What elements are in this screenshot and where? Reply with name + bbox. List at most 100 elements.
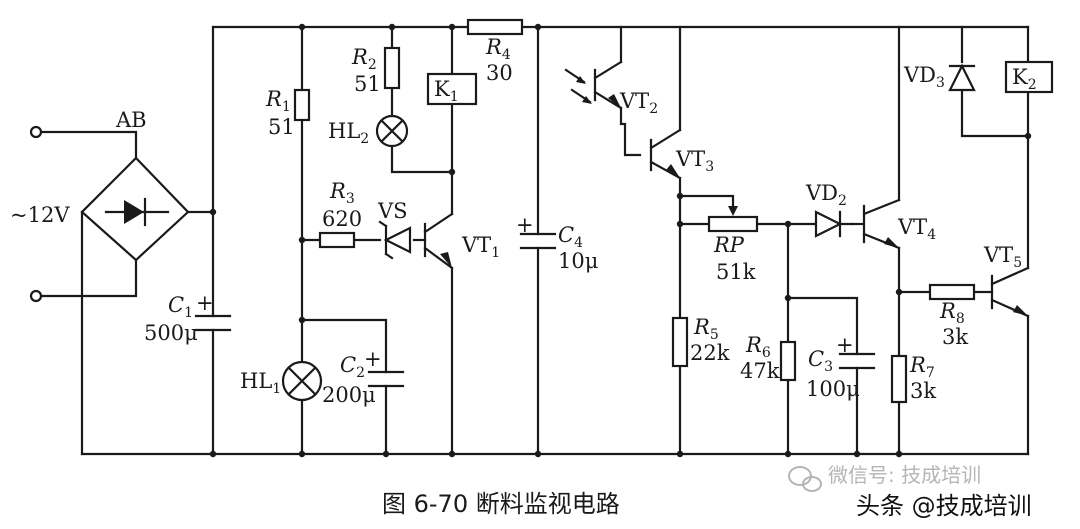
c3-value: 100μ (806, 377, 860, 401)
resistor-r5 (671, 316, 689, 368)
r2-name: R (351, 45, 368, 69)
r8-label: R8 (939, 299, 965, 327)
r1-label: R1 (265, 87, 291, 115)
vt4-label: VT4 (897, 215, 936, 243)
c3-sub: 3 (824, 359, 833, 375)
potentiometer-rp (707, 206, 759, 233)
r6-label: R6 (745, 333, 771, 361)
vd3-name: VD (903, 63, 936, 87)
transistor-vt4 (862, 198, 901, 250)
hl1-sub: 1 (272, 381, 281, 397)
k1-sub: 1 (450, 89, 459, 105)
c2-sub: 2 (356, 365, 365, 381)
rp-value: 51k (716, 260, 756, 284)
resistor-r4 (466, 18, 524, 36)
resistor-r8 (928, 283, 976, 301)
r7-sub: 7 (926, 365, 935, 381)
supply-voltage-label: ~12V (10, 203, 70, 227)
transistor-vt1 (423, 212, 454, 270)
lamp-hl2 (375, 114, 409, 148)
vt3-label: VT3 (675, 147, 714, 175)
resistor-r3 (318, 231, 356, 249)
capacitor-c3 (838, 352, 876, 370)
r2-sub: 2 (368, 57, 377, 73)
relay-k1 (426, 72, 478, 106)
k2-sub: 2 (1028, 77, 1037, 93)
c1-label: C1 (168, 293, 193, 321)
figure-caption: 图 6-70 断料监视电路 (382, 490, 620, 518)
r4-value: 30 (486, 61, 513, 85)
c3-label: C3 (808, 347, 833, 375)
r5-name: R (693, 315, 710, 339)
resistor-r2 (383, 46, 401, 90)
diode-vd2 (814, 210, 854, 238)
c3-name: C (808, 347, 824, 371)
vt5-sub: 5 (1013, 255, 1022, 271)
vd3-sub: 3 (936, 75, 945, 91)
k2-label: K2 (1012, 65, 1037, 93)
resistor-r6 (779, 340, 797, 382)
polarity-mark-c3: + (836, 333, 854, 357)
r3-sub: 3 (346, 191, 355, 207)
vt4-name: VT (897, 215, 927, 239)
hl2-sub: 2 (360, 131, 369, 147)
polarity-mark-c1: + (196, 291, 214, 315)
phototransistor-vt2 (564, 60, 623, 110)
vt5-name: VT (983, 243, 1013, 267)
r2-label: R2 (351, 45, 377, 73)
hl1-label: HL1 (240, 369, 281, 397)
vt5-label: VT5 (983, 243, 1022, 271)
vt2-label: VT2 (619, 89, 658, 117)
c4-label: C4 (558, 223, 583, 251)
watermark-dark: 头条 @技成培训 (856, 492, 1032, 520)
r1-sub: 1 (282, 99, 291, 115)
hl1-name: HL (240, 369, 272, 393)
c1-name: C (168, 293, 184, 317)
lamp-hl1 (281, 360, 323, 402)
capacitor-c2 (367, 370, 405, 388)
r7-value: 3k (910, 379, 936, 403)
r2-value: 51 (354, 72, 381, 96)
r3-label: R3 (329, 179, 355, 207)
r8-name: R (939, 299, 956, 323)
capacitor-c4 (519, 232, 557, 250)
c4-name: C (558, 223, 574, 247)
r4-name: R (485, 35, 502, 59)
k1-name: K (434, 77, 450, 101)
vt1-name: VT (461, 233, 491, 257)
vd2-name: VD (805, 181, 838, 205)
r6-sub: 6 (762, 345, 771, 361)
r8-sub: 8 (956, 311, 965, 327)
c4-value: 10μ (558, 249, 598, 273)
vs-label: VS (377, 199, 408, 223)
vt3-name: VT (675, 147, 705, 171)
r5-sub: 5 (710, 327, 719, 343)
input-terminal-top (29, 125, 43, 139)
r7-name: R (909, 353, 926, 377)
vt2-sub: 2 (649, 101, 658, 117)
bridge-rectifier-ab (80, 156, 190, 262)
k1-label: K1 (434, 77, 459, 105)
wechat-icon (788, 466, 822, 492)
r8-value: 3k (942, 325, 968, 349)
k2-name: K (1012, 65, 1028, 89)
vt2-name: VT (619, 89, 649, 113)
r5-value: 22k (690, 341, 730, 365)
vt1-sub: 1 (491, 245, 500, 261)
c4-sub: 4 (574, 235, 583, 251)
r3-value: 620 (322, 207, 362, 231)
junction-dots (209, 23, 1032, 458)
c2-label: C2 (340, 353, 365, 381)
transistor-vt3 (649, 128, 682, 180)
rp-label: RP (713, 233, 745, 257)
polarity-mark-c2: + (364, 347, 382, 371)
c2-value: 200μ (322, 383, 376, 407)
transistor-vt5 (990, 266, 1030, 318)
resistor-r1 (293, 88, 311, 122)
c2-name: C (340, 353, 356, 377)
bridge-label: AB (115, 108, 147, 132)
r5-label: R5 (693, 315, 719, 343)
input-terminal-bottom (29, 289, 43, 303)
relay-k2 (1004, 60, 1054, 94)
r1-value: 51 (268, 115, 295, 139)
